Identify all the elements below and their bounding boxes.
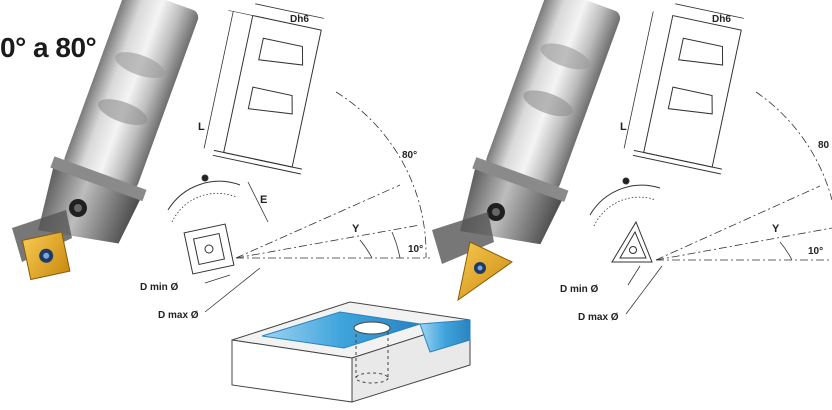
page-title: 0° a 80° [0,32,97,63]
right-angle-max-label: 80 [818,140,830,151]
left-dh6-label: Dh6 [290,14,309,25]
left-angle-y-label: Y [352,223,360,235]
right-length-label: L [620,121,627,133]
tool-photo-left [12,0,199,281]
right-dmin-label: D min Ø [560,284,599,295]
left-angle-max-label: 80° [402,150,417,161]
tool-photo-right [432,0,621,302]
right-dmax-label: D max Ø [578,312,619,323]
left-labels: Dh6 L 80° 10° Y E D min Ø D max Ø [140,14,423,321]
left-length-label: L [198,121,205,133]
right-angle-min-label: 10° [808,246,823,257]
tech-drawing-left [167,3,430,313]
left-offset-label: E [260,194,267,206]
right-angle-y-label: Y [772,223,780,235]
right-labels: Dh6 L 80 10° Y D min Ø D max Ø [560,14,830,323]
tech-drawing-right [589,3,832,315]
left-dmax-label: D max Ø [158,310,199,321]
workpiece-block [231,301,471,403]
left-dmin-label: D min Ø [140,282,179,293]
right-dh6-label: Dh6 [712,14,731,25]
left-angle-min-label: 10° [408,244,423,255]
